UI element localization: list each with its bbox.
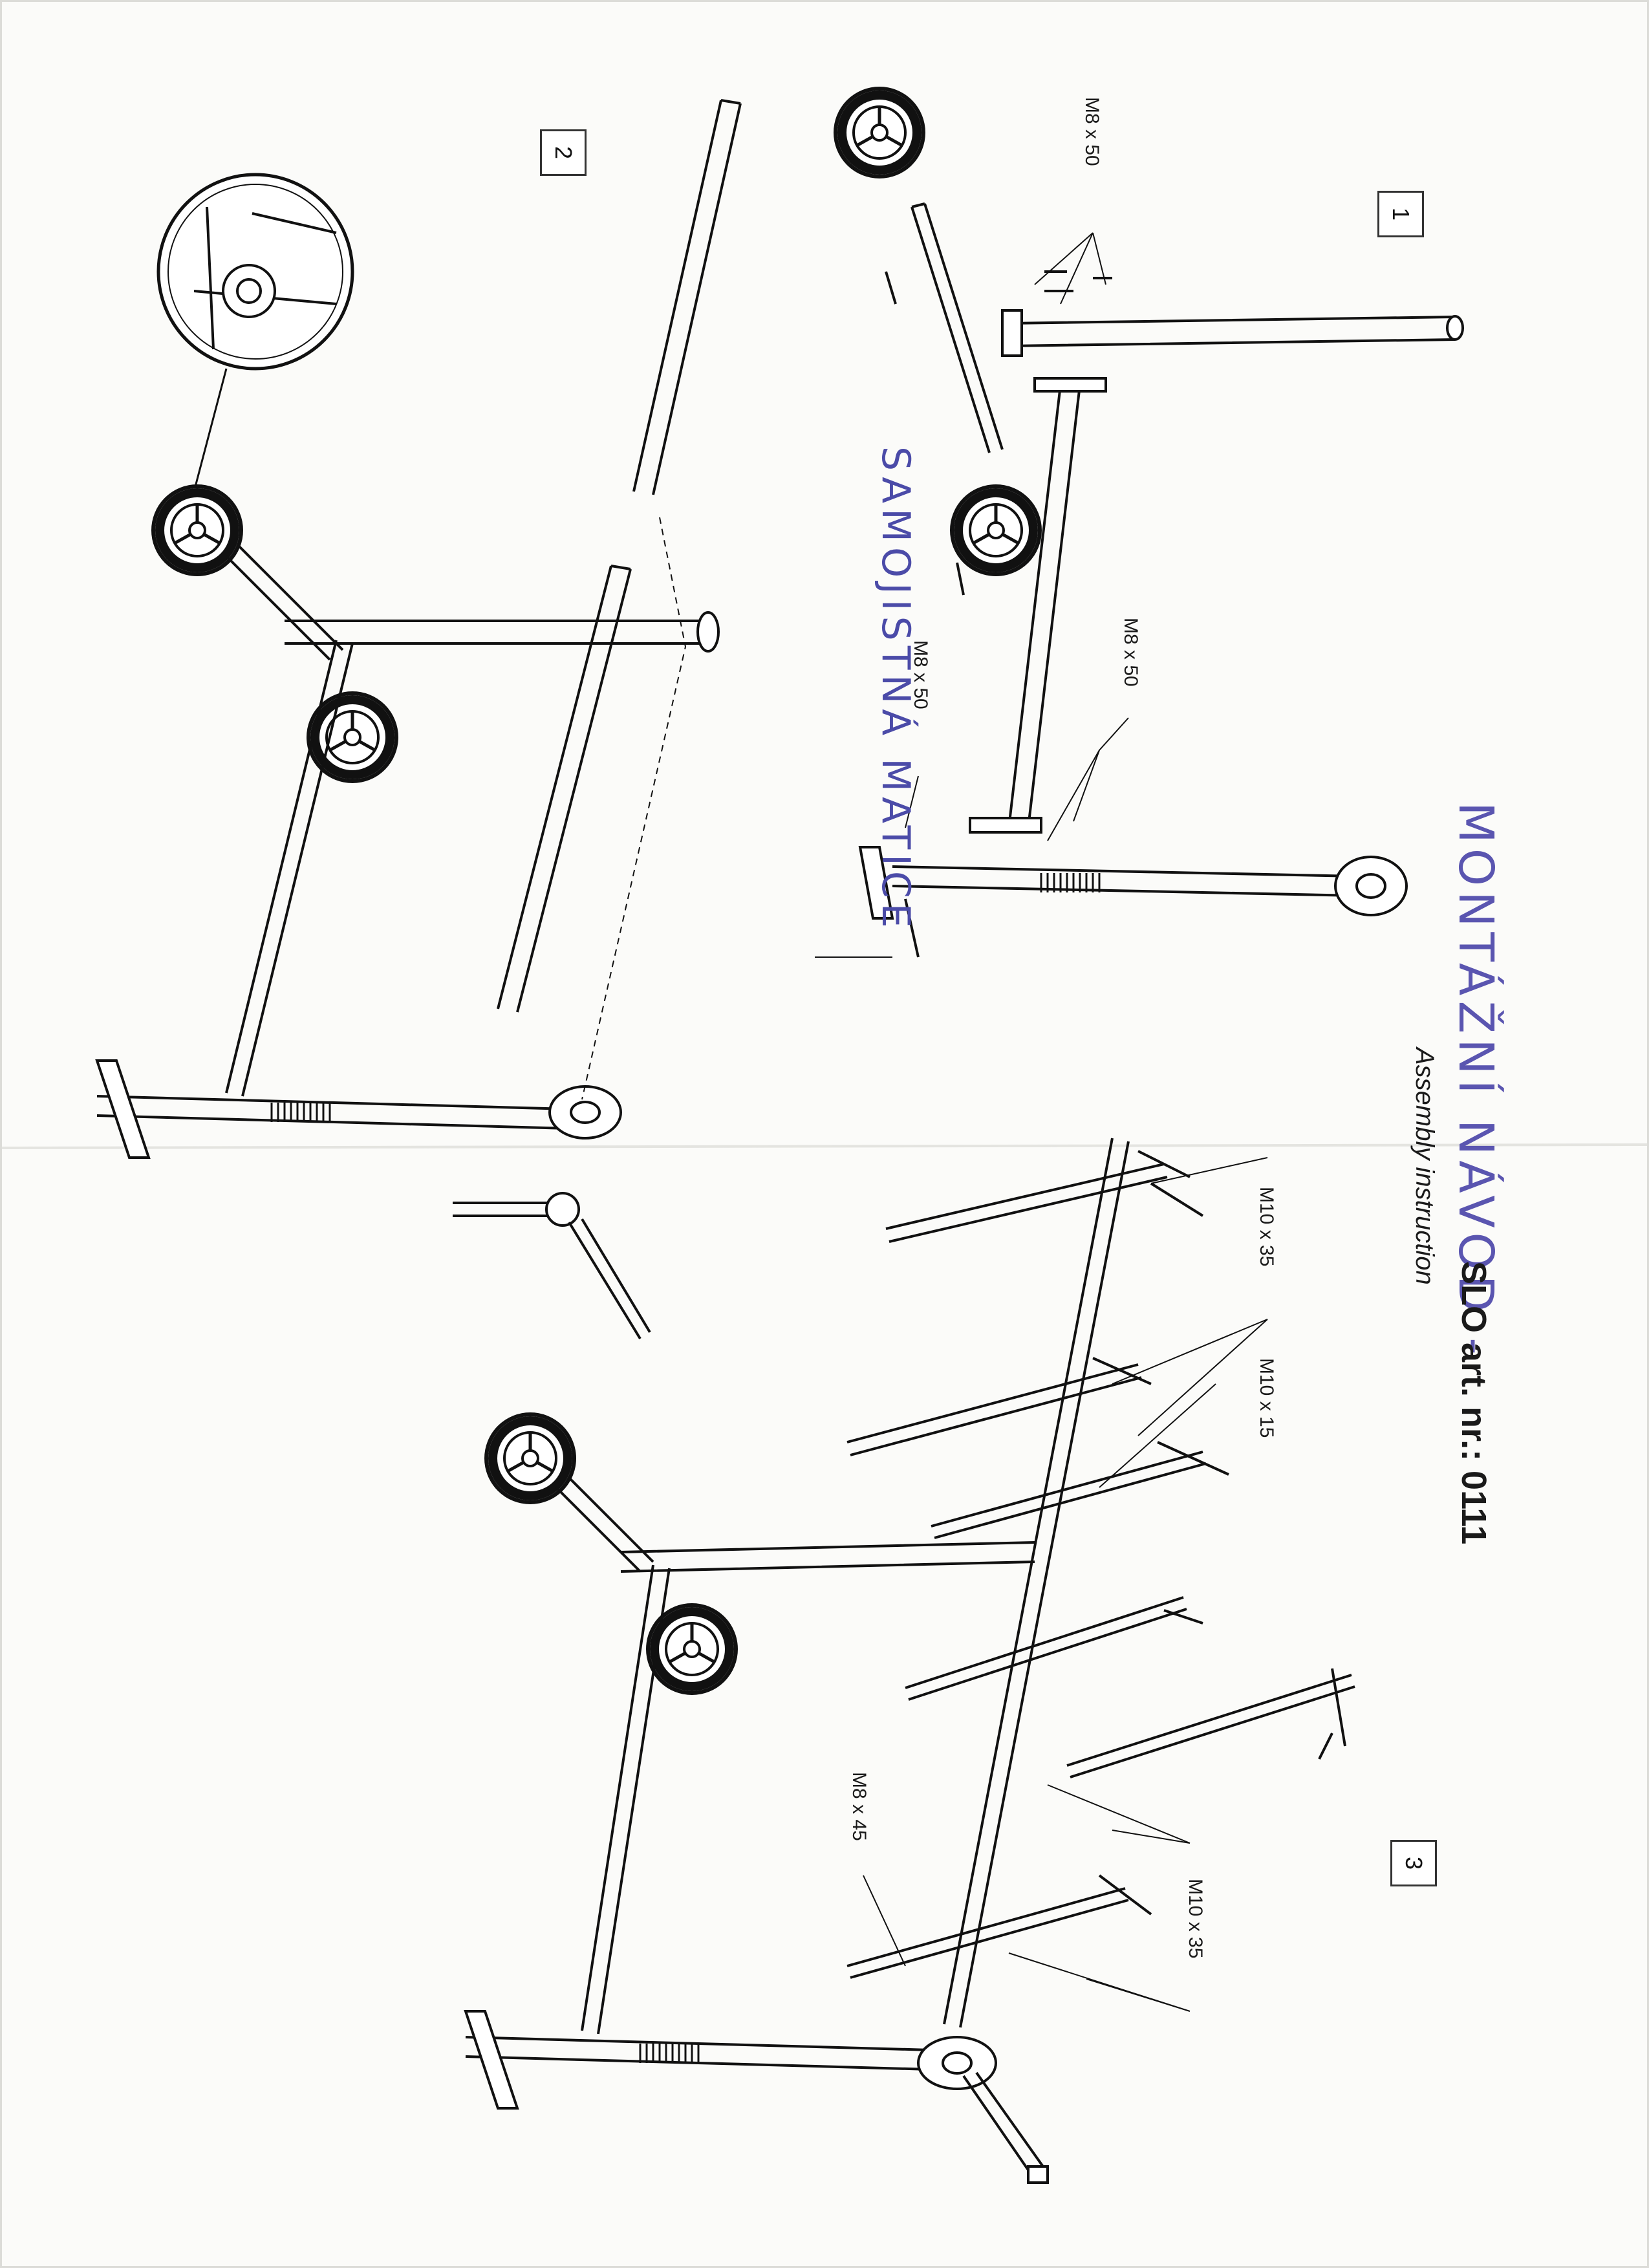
label-step3-m8x45: M8 x 45 (848, 1772, 870, 1841)
label-step1-m8x50-lower: M8 x 50 (910, 640, 931, 709)
label-step3-m10x35-top: M10 x 35 (1256, 1187, 1277, 1267)
step2-drawing (95, 99, 742, 1340)
step1-wheel-mid (952, 486, 1040, 574)
assembly-subtitle: Assembly instruction (1410, 1048, 1439, 1285)
label-step1-m8x50-top: M8 x 50 (1081, 97, 1103, 166)
label-step3-m10x35-bottom: M10 x 35 (1185, 1879, 1206, 1959)
step-number-3: 3 (1390, 1840, 1437, 1886)
step1-wheel-top (835, 89, 923, 177)
step3-wheel-top (486, 1414, 574, 1502)
label-step1-m8x50-mid: M8 x 50 (1120, 618, 1141, 687)
step-number-1: 1 (1377, 191, 1424, 237)
label-step3-m10x15: M10 x 15 (1256, 1358, 1277, 1438)
step3-drawing (464, 1138, 1355, 2184)
step1-drawing (815, 89, 1464, 958)
step-number-2: 2 (540, 129, 587, 176)
article-number: SLO art. nr.: 0111 (1454, 1261, 1493, 1545)
step2-wheel-top (153, 486, 241, 574)
